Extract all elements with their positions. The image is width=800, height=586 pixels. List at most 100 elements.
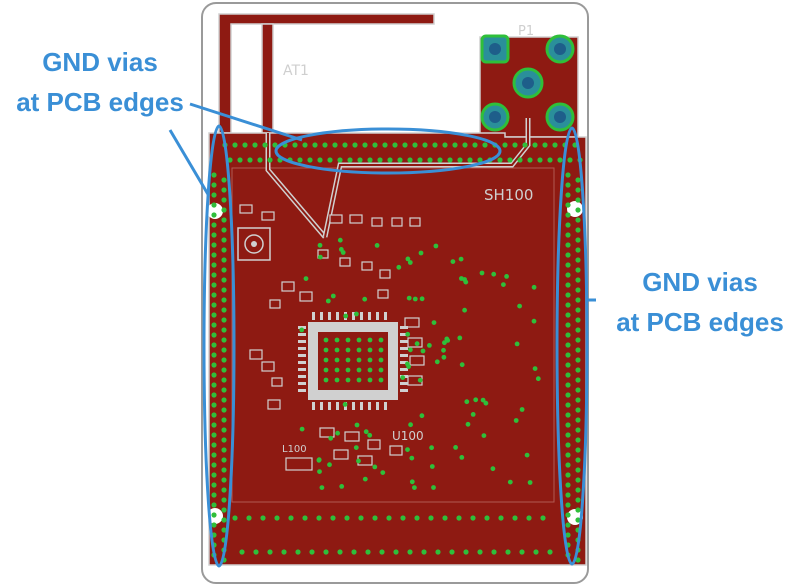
ic-pad-via xyxy=(345,347,351,353)
via xyxy=(211,392,217,398)
ic-footprint xyxy=(308,322,398,400)
via xyxy=(221,187,227,193)
via xyxy=(565,232,571,238)
via xyxy=(565,512,571,518)
ic-pad-via xyxy=(334,377,340,383)
via xyxy=(532,366,538,371)
ic-pad-via xyxy=(334,357,340,363)
via xyxy=(221,317,227,323)
via xyxy=(211,512,217,518)
component-footprint xyxy=(333,449,349,460)
ic-lead xyxy=(400,382,408,385)
via xyxy=(565,252,571,258)
via xyxy=(565,292,571,298)
ic-lead xyxy=(336,312,339,320)
via xyxy=(211,182,217,188)
ic-lead xyxy=(298,382,306,385)
via xyxy=(221,207,227,213)
connector-pins xyxy=(480,34,575,132)
via xyxy=(575,397,581,403)
component-footprint xyxy=(367,439,381,450)
via xyxy=(211,452,217,458)
via xyxy=(328,435,334,441)
via xyxy=(459,362,465,368)
via xyxy=(575,337,581,343)
component-footprint xyxy=(267,399,281,410)
via xyxy=(281,549,287,555)
via xyxy=(565,452,571,458)
via xyxy=(221,227,227,233)
via xyxy=(338,247,344,252)
ic-lead xyxy=(360,402,363,410)
ic-lead xyxy=(368,402,371,410)
via xyxy=(342,142,348,148)
via xyxy=(575,517,581,523)
via xyxy=(417,157,423,163)
via xyxy=(232,515,238,521)
via xyxy=(302,142,308,148)
via xyxy=(532,142,538,148)
via xyxy=(524,452,530,458)
via xyxy=(362,296,368,302)
via xyxy=(557,157,563,163)
via xyxy=(463,549,469,555)
via xyxy=(221,337,227,343)
component-footprint xyxy=(317,249,329,259)
via xyxy=(322,142,328,148)
via xyxy=(565,532,571,538)
via xyxy=(490,466,496,472)
via xyxy=(442,515,448,521)
component-footprint xyxy=(409,355,425,366)
via xyxy=(575,557,581,563)
via xyxy=(575,377,581,383)
via xyxy=(405,447,410,452)
ic-pad-via xyxy=(356,367,362,373)
via xyxy=(211,242,217,248)
via xyxy=(441,347,446,353)
via xyxy=(456,515,462,521)
via xyxy=(433,243,439,249)
via xyxy=(405,331,411,337)
via xyxy=(211,462,217,468)
label-at1: AT1 xyxy=(283,63,309,79)
via xyxy=(526,515,532,521)
leader-left-top xyxy=(189,102,303,142)
ic-lead xyxy=(384,402,387,410)
via xyxy=(317,242,323,248)
via xyxy=(257,157,263,163)
via xyxy=(211,442,217,448)
via xyxy=(312,142,318,148)
via xyxy=(386,515,392,521)
via xyxy=(432,142,438,148)
ic-lead xyxy=(312,402,315,410)
via xyxy=(407,157,413,163)
via xyxy=(221,277,227,283)
via xyxy=(444,336,450,342)
via xyxy=(513,418,519,423)
via xyxy=(367,432,373,438)
via xyxy=(211,222,217,228)
via xyxy=(363,429,369,435)
via xyxy=(457,335,463,341)
via xyxy=(211,482,217,488)
via xyxy=(477,549,483,555)
via xyxy=(221,237,227,243)
via xyxy=(519,549,525,555)
via xyxy=(517,157,523,163)
via xyxy=(575,497,581,503)
callout-left-line1: GND vias xyxy=(42,47,158,77)
via xyxy=(246,515,252,521)
via xyxy=(242,142,248,148)
callout-right-line1: GND vias xyxy=(642,267,758,297)
via xyxy=(221,217,227,223)
via xyxy=(221,407,227,413)
ic-pad-via xyxy=(378,347,384,353)
via xyxy=(565,522,571,528)
via xyxy=(221,447,227,453)
via xyxy=(221,177,227,183)
ic-pad-via xyxy=(367,337,373,343)
via xyxy=(547,157,553,163)
via xyxy=(477,157,483,163)
via xyxy=(211,172,217,178)
via xyxy=(575,437,581,443)
